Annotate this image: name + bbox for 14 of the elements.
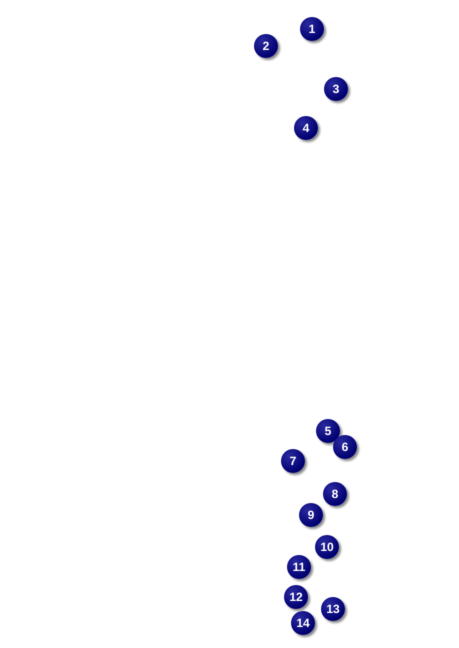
callout-number: 14 [291, 611, 315, 635]
callout-number: 2 [254, 34, 278, 58]
callout-number: 5 [316, 419, 340, 443]
callout-number: 8 [323, 482, 347, 506]
callout-number: 7 [281, 449, 305, 473]
callout-number: 9 [299, 503, 323, 527]
callout-number: 10 [315, 535, 339, 559]
callout-number: 1 [300, 17, 324, 41]
callout-number: 4 [294, 116, 318, 140]
callout-number: 6 [333, 435, 357, 459]
callout-number: 13 [321, 597, 345, 621]
callout-number: 12 [284, 585, 308, 609]
callout-number: 3 [324, 77, 348, 101]
callout-number: 11 [287, 555, 311, 579]
